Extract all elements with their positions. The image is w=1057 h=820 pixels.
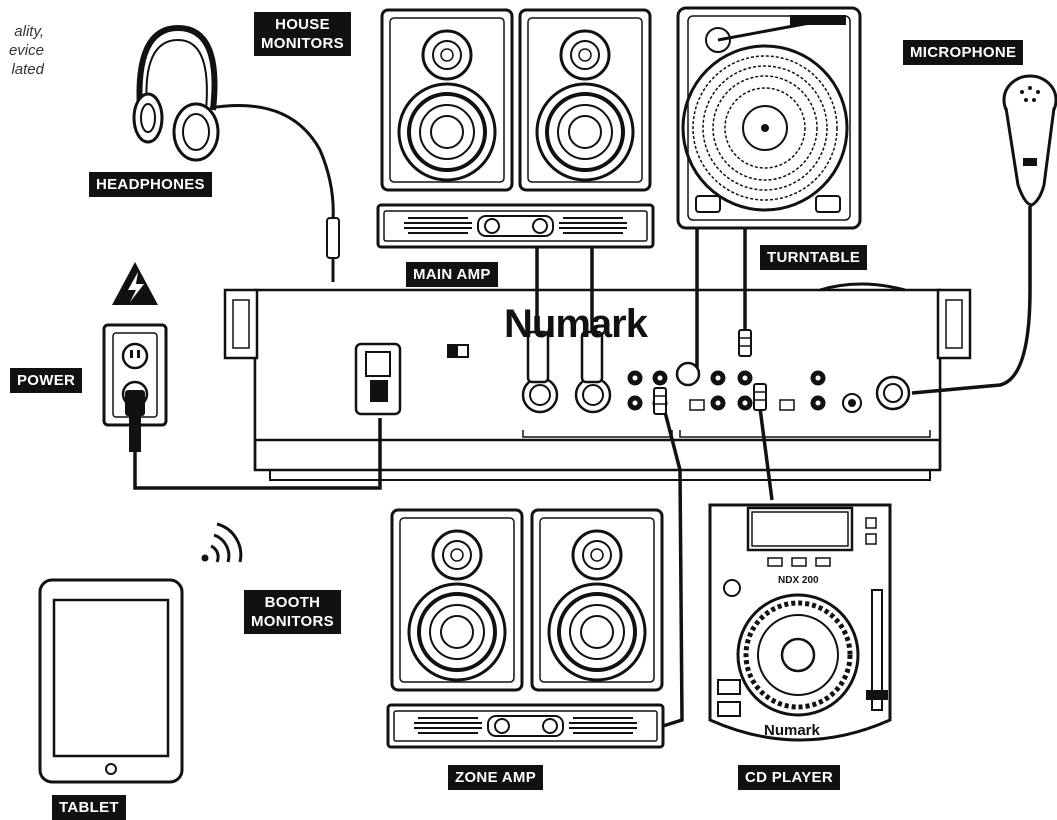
caption-fragment: ality, evice lated bbox=[8, 23, 44, 78]
mixer-logo: Numark bbox=[504, 302, 648, 346]
power-outlet-icon bbox=[102, 262, 168, 452]
microphone-icon bbox=[911, 74, 1057, 395]
cd-player-model: NDX 200 bbox=[778, 575, 819, 586]
house-monitor-right bbox=[518, 8, 652, 192]
plugs bbox=[526, 329, 767, 415]
zone-amp bbox=[386, 703, 665, 749]
tablet-icon bbox=[38, 578, 184, 784]
label-power: POWER bbox=[10, 368, 83, 393]
label-zone-amp: ZONE AMP bbox=[448, 765, 544, 790]
turntable-icon bbox=[676, 6, 862, 230]
cd-player-icon bbox=[708, 503, 892, 742]
main-amp bbox=[376, 203, 655, 249]
cables bbox=[133, 228, 774, 728]
label-microphone: MICROPHONE bbox=[903, 40, 1024, 65]
label-headphones: HEADPHONES bbox=[89, 172, 212, 197]
booth-monitor-right bbox=[530, 508, 664, 692]
cd-player-logo: Numark bbox=[764, 722, 820, 739]
label-main-amp: MAIN AMP bbox=[406, 262, 498, 287]
booth-monitor-left bbox=[390, 508, 524, 692]
label-booth-monitors: BOOTH MONITORS bbox=[244, 590, 341, 634]
house-monitor-left bbox=[380, 8, 514, 192]
label-house-monitors: HOUSE MONITORS bbox=[254, 12, 351, 56]
wireless-icon bbox=[201, 522, 243, 563]
label-tablet: TABLET bbox=[52, 795, 126, 820]
label-cd-player: CD PLAYER bbox=[738, 765, 840, 790]
label-turntable: TURNTABLE bbox=[760, 245, 868, 270]
headphones-icon bbox=[132, 24, 340, 282]
